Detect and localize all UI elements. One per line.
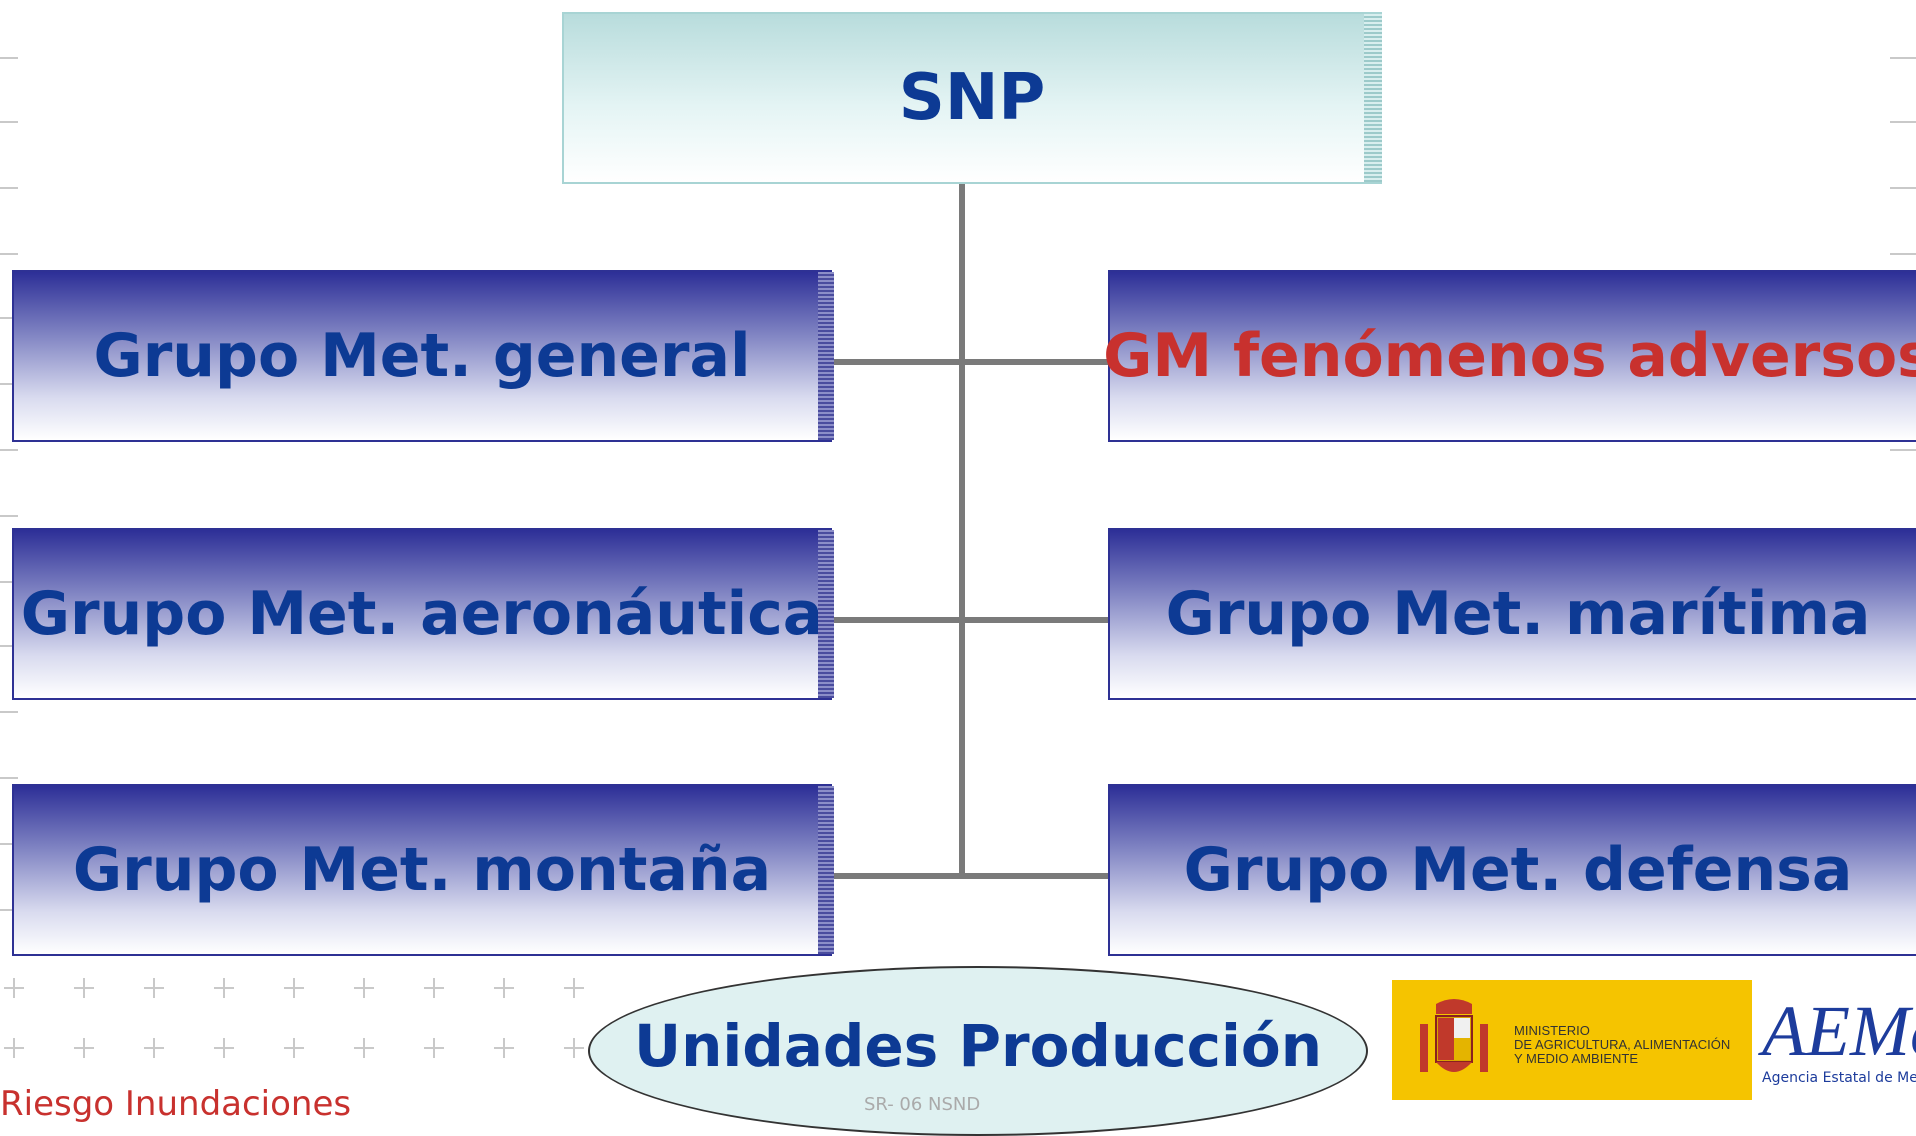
group-general-side: [818, 272, 834, 440]
aemet-logo: AEMe: [1762, 991, 1916, 1071]
group-aeronautica-label: Grupo Met. aeronáutica: [20, 579, 824, 649]
ministerio-line-3: Y MEDIO AMBIENTE: [1514, 1051, 1639, 1066]
plus-mark: [424, 978, 444, 998]
group-maritima-label: Grupo Met. marítima: [1165, 579, 1871, 649]
plus-mark: [4, 1038, 24, 1058]
plus-mark: [74, 978, 94, 998]
snp-box: SNP: [562, 12, 1382, 184]
plus-mark: [564, 978, 584, 998]
footer-title: Riesgo Inundaciones: [0, 1084, 352, 1124]
unidades-produccion-label: Unidades Producción: [633, 1012, 1323, 1080]
group-montana-box: Grupo Met. montaña: [12, 784, 832, 956]
plus-mark: [284, 1038, 304, 1058]
plus-mark: [74, 1038, 94, 1058]
plus-mark: [284, 978, 304, 998]
plus-mark: [354, 978, 374, 998]
group-maritima-box: Grupo Met. marítima: [1108, 528, 1916, 700]
group-fenomenos-label: GM fenómenos adversos: [1103, 321, 1916, 391]
ministerio-logo: MINISTERIO DE AGRICULTURA, ALIMENTACIÓN …: [1392, 980, 1752, 1100]
footer-code: SR- 06 NSND: [864, 1094, 981, 1115]
group-defensa-box: Grupo Met. defensa: [1108, 784, 1916, 956]
group-montana-side: [818, 786, 834, 954]
plus-mark: [144, 978, 164, 998]
snp-box-side: [1364, 14, 1382, 182]
group-general-label: Grupo Met. general: [93, 321, 751, 391]
plus-mark: [494, 1038, 514, 1058]
connector-lines: [834, 184, 1108, 879]
group-aeronautica-side: [818, 530, 834, 698]
group-aeronautica-box: Grupo Met. aeronáutica: [12, 528, 832, 700]
ministerio-line-1: MINISTERIO: [1514, 1023, 1590, 1038]
group-montana-label: Grupo Met. montaña: [72, 835, 772, 905]
snp-label: SNP: [898, 61, 1046, 135]
group-general-box: Grupo Met. general: [12, 270, 832, 442]
group-defensa-label: Grupo Met. defensa: [1183, 835, 1853, 905]
plus-mark: [144, 1038, 164, 1058]
plus-mark: [214, 978, 234, 998]
ministerio-text: MINISTERIO DE AGRICULTURA, ALIMENTACIÓN …: [1514, 1024, 1730, 1066]
group-fenomenos-box: GM fenómenos adversos: [1103, 270, 1916, 442]
spain-crest-icon: [1420, 999, 1488, 1072]
plus-mark: [354, 1038, 374, 1058]
ministerio-line-2: DE AGRICULTURA, ALIMENTACIÓN: [1514, 1037, 1731, 1052]
aemet-subtitle: Agencia Estatal de Meteorología: [1762, 1070, 1916, 1086]
plus-mark: [4, 978, 24, 998]
plus-mark: [424, 1038, 444, 1058]
plus-mark: [494, 978, 514, 998]
plus-mark: [214, 1038, 234, 1058]
plus-mark: [564, 1038, 584, 1058]
